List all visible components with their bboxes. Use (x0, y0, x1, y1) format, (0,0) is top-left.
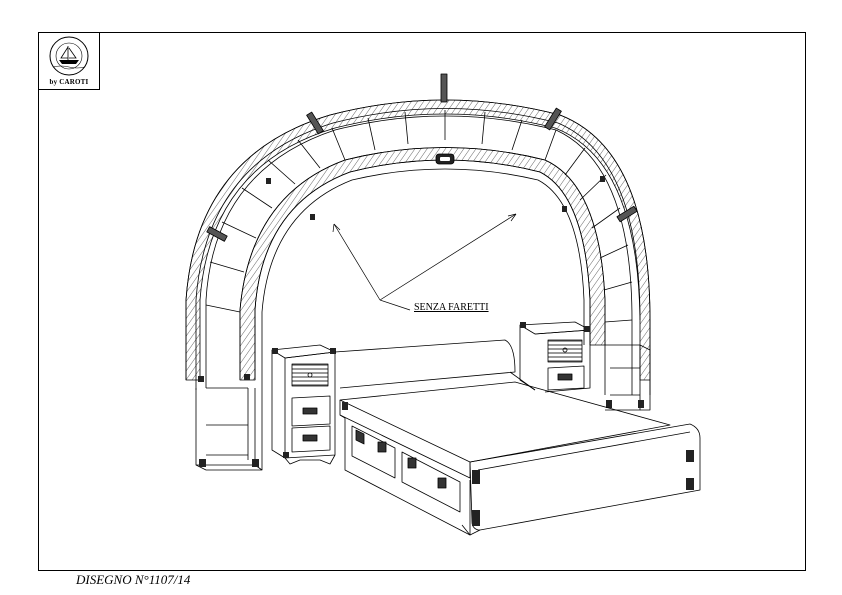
drawing-number: DISEGNO N°1107/14 (76, 572, 191, 587)
brand-logo: by CAROTI (38, 32, 100, 90)
callout-leaders (332, 213, 517, 311)
right-nightstand (519, 321, 591, 393)
arch-bookcase (185, 73, 651, 395)
bed-frame (339, 381, 701, 536)
ship-seal-icon (49, 36, 89, 76)
logo-byline: by CAROTI (49, 78, 89, 86)
left-base-unit (195, 380, 263, 471)
bed-headboard (334, 339, 536, 391)
callout-label: SENZA FARETTI (414, 302, 489, 313)
right-base-unit (605, 344, 651, 411)
drawing-frame (38, 32, 806, 571)
left-nightstand (271, 344, 336, 465)
